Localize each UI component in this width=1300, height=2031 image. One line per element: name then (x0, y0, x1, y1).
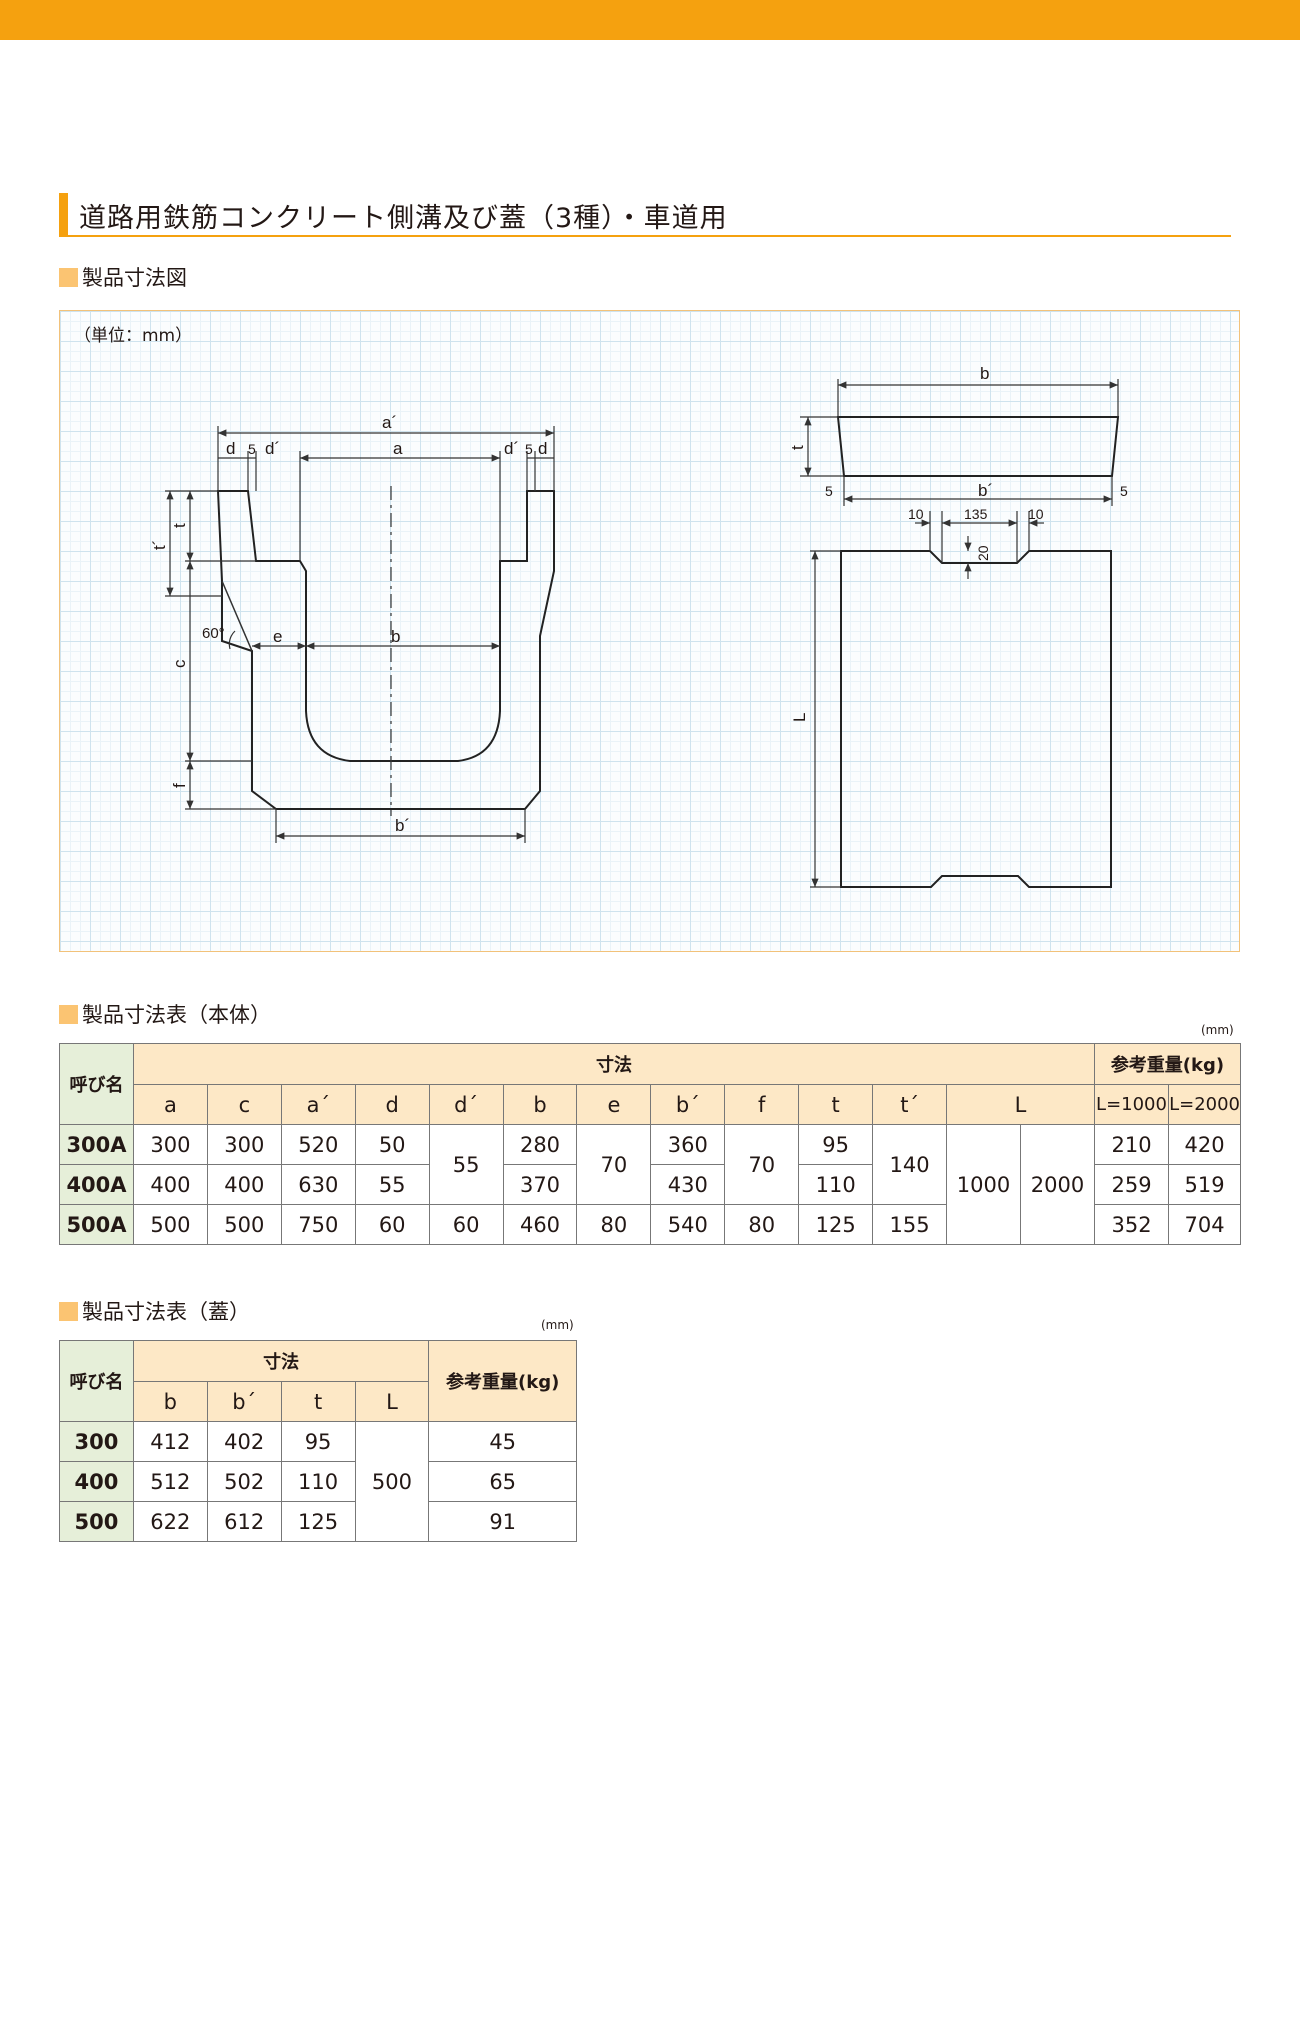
cover-table-unit: (mm) (541, 1318, 574, 1332)
row-name: 300 (59, 1421, 134, 1462)
col-t-prime: t´ (872, 1084, 948, 1125)
col-f: f (724, 1084, 800, 1125)
label-10-left: 10 (908, 506, 924, 522)
row-name: 500A (59, 1204, 134, 1245)
row-header: 呼び名 (59, 1340, 134, 1422)
label-5-cover-left: 5 (825, 483, 833, 499)
diagram-section-heading: 製品寸法図 (59, 262, 187, 292)
col-b-prime: b´ (206, 1381, 282, 1422)
body-dimension-table: 呼び名 寸法 参考重量(kg) a c a´ d d´ b e b´ f t t… (59, 1043, 1242, 1245)
col-weight-2000: L=2000 (1168, 1084, 1241, 1125)
label-5-left: 5 (248, 441, 256, 457)
label-b-prime-body: b´ (395, 816, 410, 835)
col-b: b (502, 1084, 578, 1125)
dim-header: 寸法 (132, 1043, 1095, 1085)
table-row: 500 622 612 125 91 (59, 1501, 577, 1542)
label-5-right: 5 (525, 441, 533, 457)
section-square-icon (59, 268, 78, 287)
col-c: c (206, 1084, 282, 1125)
row-name: 500 (59, 1501, 134, 1542)
section-square-icon (59, 1302, 78, 1321)
table-row: 400 512 502 110 65 (59, 1461, 577, 1502)
cover-dimension-table: 呼び名 寸法 参考重量(kg) b b´ t L 300 412 402 95 … (59, 1340, 577, 1542)
row-name: 400 (59, 1461, 134, 1502)
dimension-diagram: （単位：mm） (59, 310, 1240, 952)
col-a-prime: a´ (280, 1084, 356, 1125)
column-header-row: b b´ t L (60, 1381, 577, 1422)
label-a: a (393, 439, 403, 458)
weight-header: 参考重量(kg) (428, 1340, 577, 1422)
top-accent-bar (0, 0, 1300, 40)
col-weight-1000: L=1000 (1093, 1084, 1170, 1125)
label-angle: 60° (202, 625, 225, 642)
weight-header: 参考重量(kg) (1093, 1043, 1242, 1085)
cover-table-heading: 製品寸法表（蓋） (59, 1296, 250, 1326)
cover-plan-outline (840, 550, 1112, 888)
col-a: a (132, 1084, 208, 1125)
title-marker (59, 193, 68, 235)
col-b-prime: b´ (650, 1084, 726, 1125)
body-table-unit: (mm) (1201, 1023, 1234, 1037)
col-L: L (946, 1084, 1095, 1125)
label-a-prime: a´ (382, 413, 397, 432)
label-d-prime-right: d´ (504, 439, 519, 458)
label-d-left: d (226, 439, 235, 458)
col-d-prime: d´ (428, 1084, 504, 1125)
row-name: 400A (59, 1164, 134, 1205)
label-t-prime: t´ (150, 540, 169, 550)
cover-section-outline (836, 416, 1120, 477)
label-10-right: 10 (1028, 506, 1044, 522)
col-t: t (798, 1084, 874, 1125)
label-c: c (170, 659, 189, 668)
col-e: e (576, 1084, 652, 1125)
label-b-body: b (391, 627, 400, 646)
row-name: 300A (59, 1124, 134, 1165)
label-e: e (273, 627, 282, 646)
body-table-heading: 製品寸法表（本体） (59, 999, 271, 1029)
channel-outer-outline (216, 490, 555, 810)
page-title-block: 道路用鉄筋コンクリート側溝及び蓋（3種）・車道用 (59, 193, 1231, 237)
label-d-right: d (538, 439, 547, 458)
row-header: 呼び名 (59, 1043, 134, 1125)
label-t-cover: t (788, 445, 807, 450)
label-b-cover: b (980, 364, 989, 383)
table-row: 300A 300 300 520 50 55 280 70 360 70 95 … (59, 1124, 1241, 1245)
col-t: t (280, 1381, 356, 1422)
label-20: 20 (975, 545, 991, 561)
label-b-prime-cover: b´ (978, 481, 993, 500)
unit-note: （単位：mm） (74, 326, 193, 346)
diagram-svg: a´ d 5 d´ a d´ 5 d t´ t c f 60° e b b´ b… (150, 364, 1128, 888)
gradient-line (221, 580, 253, 652)
col-L: L (354, 1381, 430, 1422)
table-row: 500A 500 500 750 60 60 460 80 540 80 125… (59, 1204, 1241, 1245)
label-135: 135 (964, 506, 988, 522)
label-L: L (790, 713, 809, 722)
dim-header: 寸法 (132, 1340, 430, 1382)
label-5-cover-right: 5 (1120, 483, 1128, 499)
col-d: d (354, 1084, 430, 1125)
table-row: 300 412 402 95 500 45 (59, 1421, 577, 1542)
page-title: 道路用鉄筋コンクリート側溝及び蓋（3種）・車道用 (79, 203, 728, 234)
col-b: b (132, 1381, 208, 1422)
section-square-icon (59, 1005, 78, 1024)
label-d-prime-left: d´ (265, 439, 280, 458)
label-t: t (170, 523, 189, 528)
column-header-row: a c a´ d d´ b e b´ f t t´ L L=1000 L=200… (60, 1084, 1241, 1125)
label-f: f (170, 783, 189, 788)
